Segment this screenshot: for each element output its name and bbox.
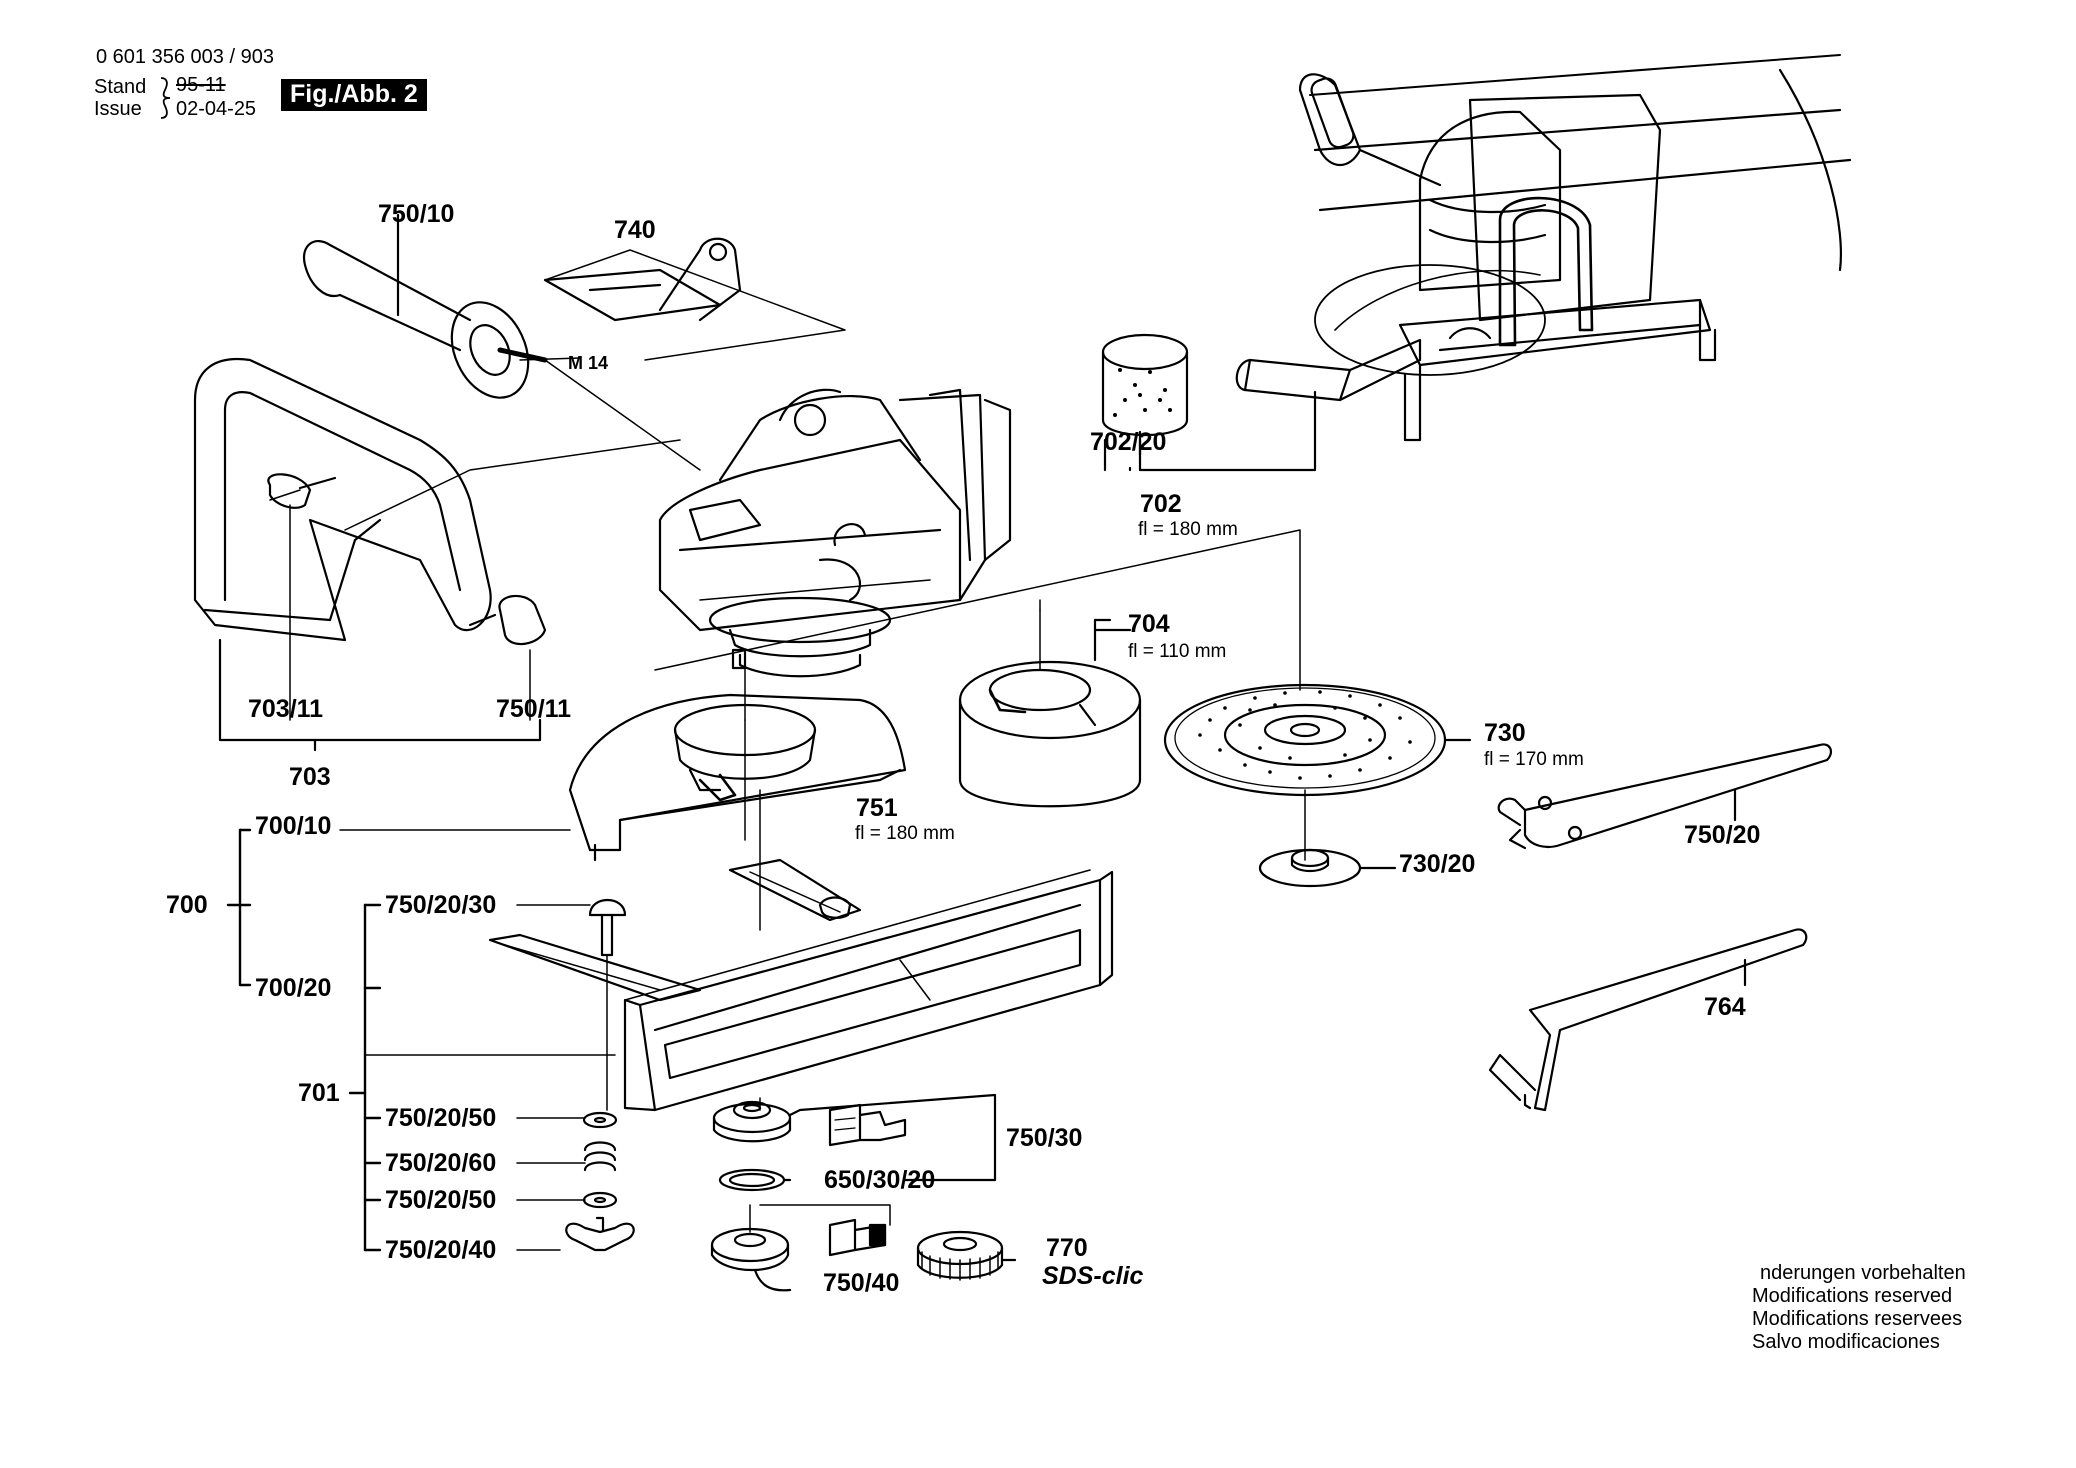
label-750-40: 750/40: [823, 1269, 900, 1297]
modifications-note-2: Modifications reserved: [1752, 1285, 1953, 1307]
clamp-nuts-illustration: [710, 1093, 1017, 1292]
label-770: 770: [1046, 1234, 1088, 1262]
filter-sleeve-illustration: [1101, 333, 1189, 457]
flange-illustration: [1258, 848, 1397, 888]
label-751: 751: [856, 794, 898, 822]
label-700-10: 700/10: [255, 812, 332, 840]
label-751-note: fl = 180 mm: [855, 823, 955, 844]
modifications-note-3: Modifications reservees: [1752, 1308, 1963, 1330]
label-702-20: 702/20: [1090, 428, 1167, 456]
label-702-note: fl = 180 mm: [1138, 519, 1238, 540]
brace-icon: [160, 77, 171, 119]
label-750-30: 750/30: [1006, 1124, 1083, 1152]
bow-handle-illustration: [193, 357, 681, 752]
modifications-note-1: nderungen vorbehalten: [1760, 1262, 1966, 1284]
angle-grinder-illustration: [658, 388, 1012, 721]
label-703-11: 703/11: [248, 695, 324, 723]
wheel-guard-illustration: [568, 693, 907, 931]
leader-lines: [654, 529, 1301, 691]
label-750-20-40: 750/20/40: [385, 1236, 497, 1264]
label-740: 740: [614, 216, 656, 244]
label-730-note: fl = 170 mm: [1484, 749, 1584, 770]
cutting-guide-illustration: [364, 858, 1114, 1112]
label-730: 730: [1484, 719, 1526, 747]
label-702: 702: [1140, 490, 1182, 518]
label-750-20-30: 750/20/30: [385, 891, 497, 919]
modifications-note-4: Salvo modificaciones: [1752, 1331, 1940, 1353]
stand-label: Stand: [94, 76, 147, 98]
issue-label: Issue: [94, 98, 142, 120]
label-m14: M 14: [568, 353, 609, 373]
assembled-grinder-illustration: [1138, 54, 1852, 472]
label-750-20-50-lower: 750/20/50: [385, 1186, 497, 1214]
grouping-brackets: [226, 438, 1132, 1252]
label-sds-clic: SDS-clic: [1042, 1262, 1144, 1290]
label-703: 703: [289, 763, 331, 791]
cutting-guard-illustration: [958, 609, 1142, 808]
label-650-30-20: 650/30/20: [824, 1166, 936, 1194]
pin-wrench-illustration: [1497, 743, 1833, 850]
label-750-10: 750/10: [378, 200, 455, 228]
screw-and-washers-illustration: [565, 899, 635, 1252]
grinding-disc-illustration: [1163, 683, 1472, 861]
label-700-20: 700/20: [255, 974, 332, 1002]
side-handle-illustration: [302, 213, 701, 471]
part-number: 0 601 356 003 / 903: [96, 46, 274, 68]
label-701: 701: [298, 1079, 340, 1107]
two-pin-spanner-illustration: [1488, 928, 1808, 1112]
label-704-note: fl = 110 mm: [1128, 641, 1227, 662]
label-704: 704: [1128, 610, 1170, 638]
label-750-20: 750/20: [1684, 821, 1761, 849]
label-750-20-50-upper: 750/20/50: [385, 1104, 497, 1132]
figure-badge: Fig./Abb. 2: [281, 79, 427, 111]
label-730-20: 730/20: [1399, 850, 1476, 878]
issue-value: 02-04-25: [176, 98, 257, 120]
stand-value: 95-11: [176, 74, 226, 96]
label-764: 764: [1704, 993, 1746, 1021]
label-750-20-60: 750/20/60: [385, 1149, 497, 1177]
label-700: 700: [166, 891, 208, 919]
bracket-plate-illustration: [543, 237, 846, 361]
label-750-11: 750/11: [496, 695, 572, 723]
